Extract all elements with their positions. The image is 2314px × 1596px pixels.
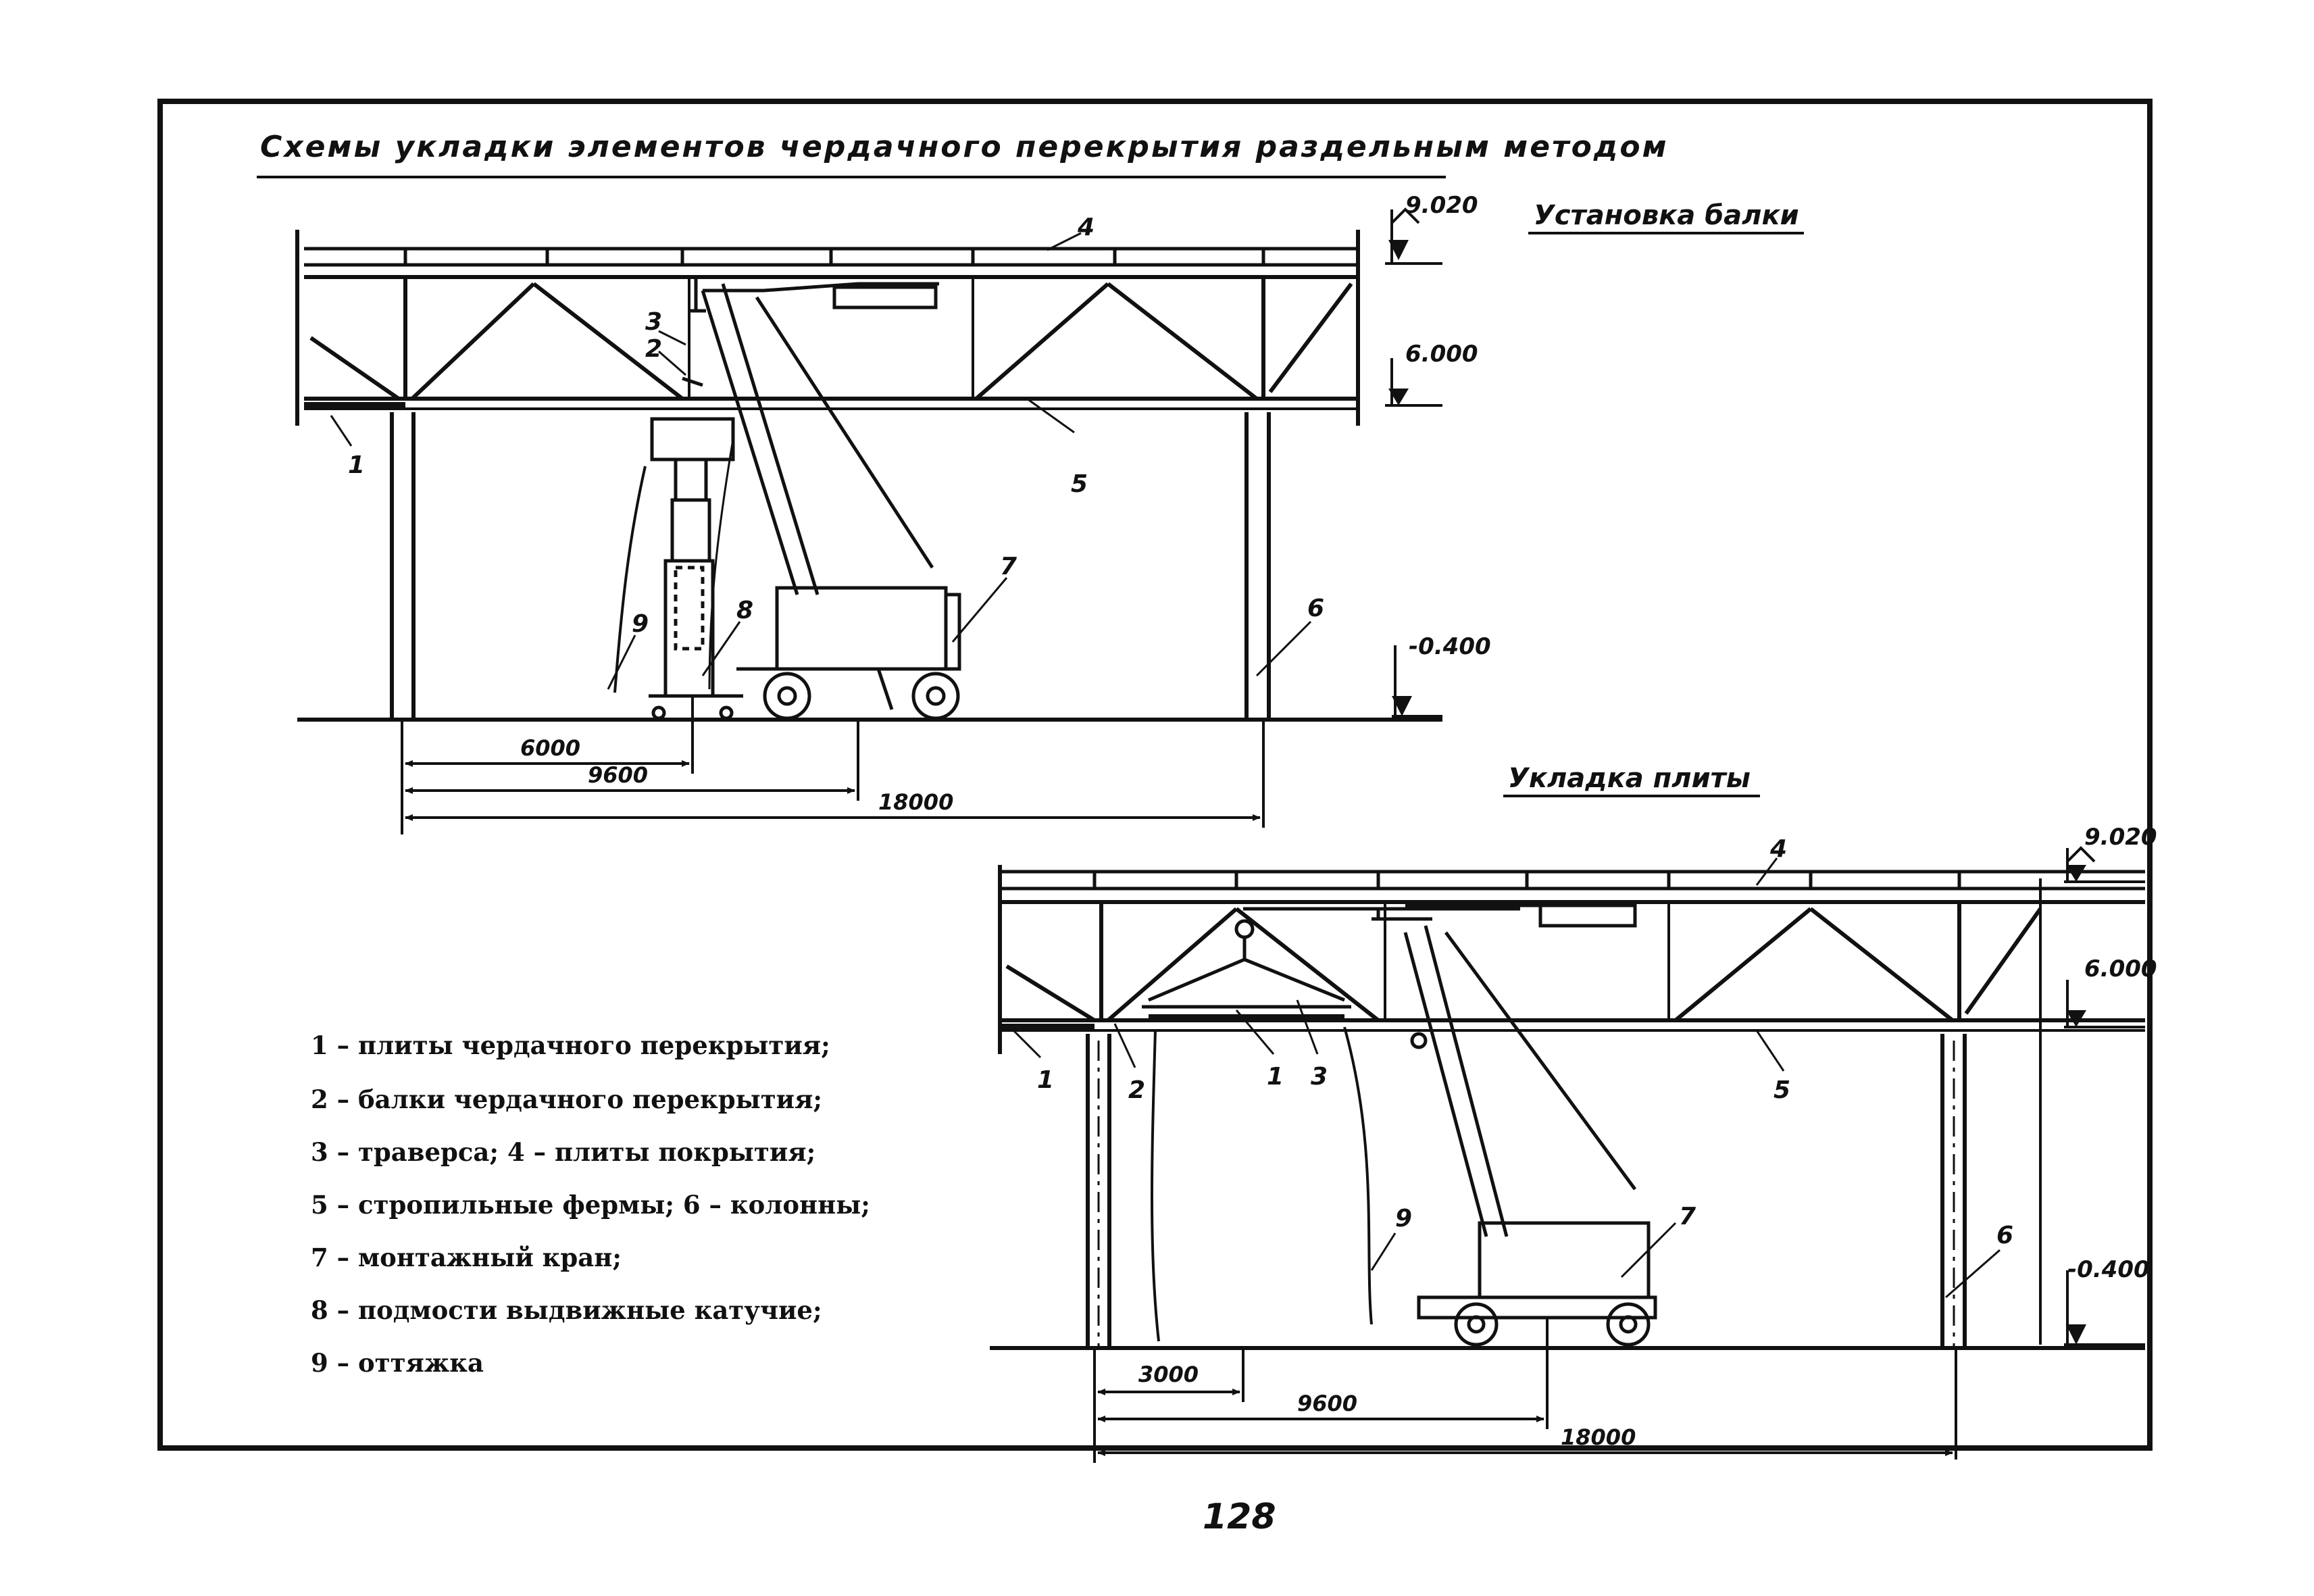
dimension-lines [401,696,1265,834]
diagram-beam-installation: Установка балки [295,192,1804,834]
level-6000: 6.000 [1405,341,1478,368]
callout-4: 4 [1077,214,1095,241]
callout-8: 8 [736,597,753,624]
callout-4: 4 [1769,835,1787,863]
legend-item-4: 5 – стропильные фермы; 6 – колонны; [311,1190,870,1220]
level-triangles [1388,240,1412,716]
callout-1: 1 [348,451,365,479]
page-number: 128 [1203,1497,1276,1537]
callout-5: 5 [1071,470,1088,498]
roof-truss [295,230,1360,426]
roof-slabs [304,247,1358,267]
dimension-lines [1093,1318,1957,1463]
level-9020: 9.020 [1405,192,1478,219]
mounting-crane [682,277,961,720]
callout-6: 6 [1307,595,1324,622]
level-triangles [2066,865,2086,1345]
dim-6000: 6000 [520,735,580,761]
callout-3: 3 [1311,1063,1328,1091]
roof-slabs [1000,870,2145,891]
callout-7: 7 [1000,553,1017,580]
columns [390,412,1271,720]
callout-1b: 1 [1267,1063,1284,1091]
legend-item-3: 3 – траверса; 4 – плиты покрытия; [311,1137,815,1167]
callout-7: 7 [1679,1203,1696,1230]
legend: 1 – плиты чердачного перекрытия; 2 – бал… [311,1030,870,1378]
dim-18000: 18000 [1561,1424,1636,1450]
mounting-crane [1372,903,1657,1347]
callout-leaders [330,232,1312,690]
heading-slab-laying: Укладка плиты [1508,763,1751,794]
callout-1: 1 [1037,1066,1054,1094]
dim-9600: 9600 [588,762,648,788]
callout-3: 3 [645,308,662,336]
dim-18000: 18000 [878,789,953,815]
dim-9600: 9600 [1297,1391,1357,1416]
legend-item-2: 2 – балки чердачного перекрытия; [311,1084,822,1114]
callout-2: 2 [645,335,662,363]
level-minus-0400: -0.400 [2067,1256,2150,1283]
dim-3000: 3000 [1138,1362,1199,1387]
callout-2: 2 [1128,1076,1145,1104]
rolling-scaffold [649,417,743,720]
callout-9: 9 [1395,1205,1412,1232]
guy-rope [1151,1026,1373,1342]
heading-beam-installation: Установка балки [1534,200,1799,231]
legend-item-7: 9 – оттяжка [311,1348,484,1378]
legend-item-1: 1 – плиты чердачного перекрытия; [311,1030,830,1060]
level-marks [1385,207,1442,718]
callout-9: 9 [632,610,649,638]
level-6000: 6.000 [2084,955,2157,982]
columns [1086,1034,1967,1348]
guy-rope [613,466,647,693]
sheet-frame [157,99,2153,1451]
level-marks [2039,846,2145,1346]
column-axes [1097,1041,1955,1348]
spreader-beam [1142,907,1520,1020]
level-9020: 9.020 [2084,824,2157,851]
legend-item-5: 7 – монтажный кран; [311,1243,622,1272]
callout-leaders [1012,857,2001,1299]
sheet-title: Схемы укладки элементов чердачного перек… [260,130,1669,164]
diagram-slab-laying: Укладка плиты [990,763,2157,1463]
callout-5: 5 [1774,1076,1790,1104]
guy-rope [708,439,734,690]
level-minus-0400: -0.400 [1409,633,1491,660]
roof-truss [998,865,2145,1054]
callout-6: 6 [1996,1222,2013,1249]
legend-item-6: 8 – подмости выдвижные катучие; [311,1295,822,1325]
